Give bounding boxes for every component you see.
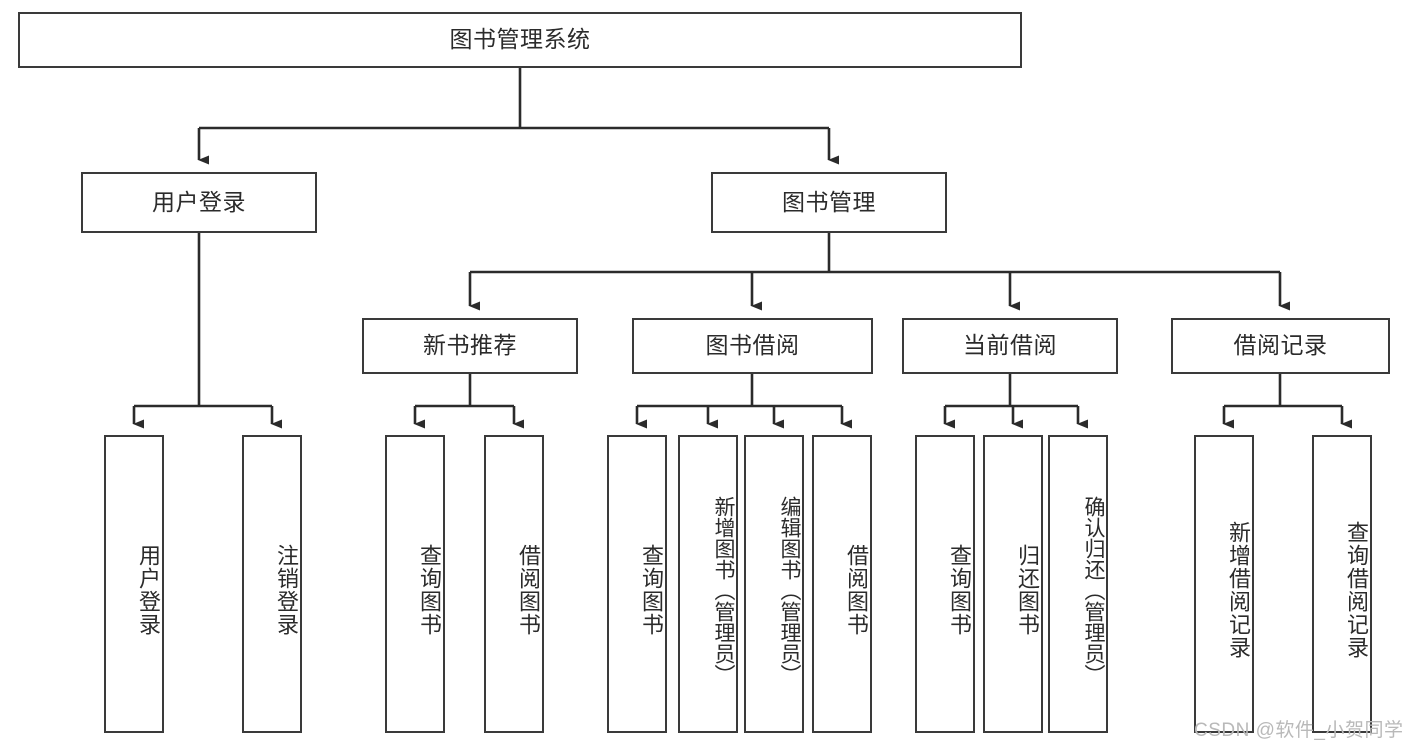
- node-user-login[interactable]: 用户登录: [81, 172, 317, 233]
- leaf-confirm-return-admin[interactable]: 确认归还（管理员）: [1048, 435, 1108, 733]
- leaf-borrow-book-newbook[interactable]: 借阅图书: [484, 435, 544, 733]
- leaf-query-book-current[interactable]: 查询图书: [915, 435, 975, 733]
- connectors-userlogin-to-leaves: [132, 233, 282, 429]
- leaf-query-book-borrow[interactable]: 查询图书: [607, 435, 667, 733]
- leaf-borrow-book[interactable]: 借阅图书: [812, 435, 872, 733]
- node-root-system[interactable]: 图书管理系统: [18, 12, 1022, 68]
- connectors-borrow-to-leaves: [635, 374, 852, 429]
- node-book-management[interactable]: 图书管理: [711, 172, 947, 233]
- leaf-query-borrow-record[interactable]: 查询借阅记录: [1312, 435, 1372, 733]
- node-borrow-record[interactable]: 借阅记录: [1171, 318, 1390, 374]
- leaf-query-book-newbook[interactable]: 查询图书: [385, 435, 445, 733]
- connectors-root-to-level2: [197, 68, 839, 165]
- connectors-record-to-leaves: [1222, 374, 1352, 429]
- connectors-bookmgmt-to-level3: [468, 233, 1290, 311]
- csdn-watermark: CSDN @软件_小贺同学: [1194, 720, 1404, 741]
- connectors-current-to-leaves: [943, 374, 1088, 429]
- node-current-borrow[interactable]: 当前借阅: [902, 318, 1118, 374]
- leaf-add-book-admin[interactable]: 新增图书（管理员）: [678, 435, 738, 733]
- connectors-newbook-to-leaves: [413, 374, 524, 429]
- leaf-return-book[interactable]: 归还图书: [983, 435, 1043, 733]
- leaf-add-borrow-record[interactable]: 新增借阅记录: [1194, 435, 1254, 733]
- node-book-borrow[interactable]: 图书借阅: [632, 318, 873, 374]
- leaf-logout[interactable]: 注销登录: [242, 435, 302, 733]
- node-new-book-recommend[interactable]: 新书推荐: [362, 318, 578, 374]
- leaf-user-login[interactable]: 用户登录: [104, 435, 164, 733]
- leaf-edit-book-admin[interactable]: 编辑图书（管理员）: [744, 435, 804, 733]
